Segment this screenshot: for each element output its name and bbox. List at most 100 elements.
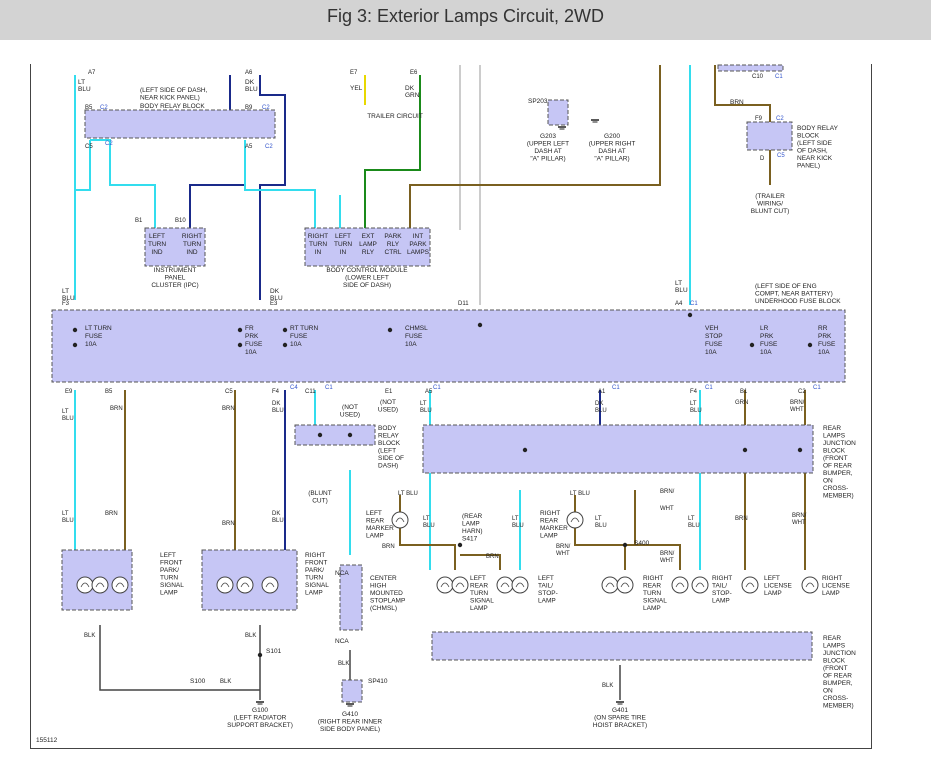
body-relay-block-right [746, 121, 793, 151]
fuse-label: 10A [85, 341, 97, 348]
lamp-rf-bulb [240, 582, 250, 588]
lamp-rear-bulb [741, 576, 759, 594]
lamp-rear-bulb [436, 576, 454, 594]
body-relay-mid-label: BLOCK [378, 440, 401, 447]
lamp-rear-bulb [801, 576, 819, 594]
lamp-r-tail-label: TAIL/ [712, 583, 727, 590]
conn-c1: C1 [775, 74, 783, 80]
body-relay-right-label: OF DASH, [797, 148, 828, 155]
wire-label: GRN [405, 92, 420, 99]
bcm-cell: PARK [409, 241, 427, 248]
conn-c5: C5 [777, 153, 785, 159]
lamp-rear-bulb [805, 582, 815, 588]
wire-color-label: BLU [420, 408, 432, 414]
lamp-marker-bulb [566, 511, 584, 529]
wire-color-label: WHT [556, 551, 570, 557]
g410-label: G410 [342, 711, 358, 718]
ipc-cell: LEFT [149, 233, 165, 240]
wire-label: YEL [350, 85, 363, 92]
lamp-r-tail-label: STOP- [712, 590, 732, 597]
fuse-label: FUSE [405, 333, 423, 340]
lamp-rf-front-label: LAMP [305, 590, 323, 597]
splice-dot [477, 322, 483, 328]
splice-dot [742, 447, 748, 453]
body-relay-block-top [84, 109, 276, 139]
g200-label: DASH AT [598, 148, 625, 155]
splice-dot [317, 432, 323, 438]
wire-color-label: BLU [595, 408, 607, 414]
body-relay-mid-label: BODY [378, 425, 397, 432]
wire-color-label: BRN/ [790, 400, 805, 406]
fuse-label: LR [760, 325, 769, 332]
wire-lt-blu-c5 [90, 139, 156, 230]
fuse-pin: F4 [272, 389, 280, 395]
g410-label: SIDE BODY PANEL) [320, 726, 380, 733]
wire-color-label: WHT [790, 407, 804, 413]
fuse-label: LT TURN [85, 325, 112, 332]
fuse-label: CHMSL [405, 325, 428, 332]
s101-label: S101 [266, 648, 282, 655]
figure-id: 155112 [36, 737, 58, 744]
trailer-wiring-label: (TRAILER [755, 193, 785, 200]
wire-color-label: WHT [792, 520, 806, 526]
lamp-rear-bulb [695, 582, 705, 588]
wire-label: LT [675, 280, 682, 287]
lamp-rear-bulb [616, 576, 634, 594]
bcm-name: SIDE OF DASH) [343, 282, 391, 289]
lamp-r-rear-turn-label: TURN [643, 590, 661, 597]
wire-color-label: LT [420, 401, 427, 407]
lamp-lf-bulb [95, 582, 105, 588]
wire-color-label: BLK [245, 633, 256, 639]
lamp-lf-bulb [111, 576, 129, 594]
rear-junction-top-label: LAMPS [823, 433, 846, 440]
lamp-l-tail-label: LAMP [538, 598, 556, 605]
splice-dot [72, 342, 78, 348]
lamp-rear-bulb [455, 582, 465, 588]
wire-color-label: BLK [338, 661, 349, 667]
g203-label: (UPPER LEFT [527, 141, 569, 148]
rear-junction-bot-label: LAMPS [823, 643, 846, 650]
wire-color-label: BRN [382, 544, 395, 550]
wire-brn-marker-r [574, 495, 626, 570]
wire-color-label: BRN [735, 516, 748, 522]
g401-label: (ON SPARE TIRE [594, 715, 646, 722]
rear-junction-bot-label: (FRONT [823, 665, 848, 672]
instrument-panel-cluster [144, 227, 206, 267]
body-relay-right-label: PANEL) [797, 163, 820, 170]
lamp-l-license-label: LAMP [764, 590, 782, 597]
ipc-cell: TURN [148, 241, 166, 248]
diagram-frame [30, 64, 872, 749]
fuse-pin: F4 [690, 389, 698, 395]
g100-label: SUPPORT BRACKET) [227, 722, 293, 729]
bcm-cell: RLY [387, 241, 400, 248]
splice-dot [237, 342, 243, 348]
underhood-label: UNDERHOOD FUSE BLOCK [755, 298, 841, 305]
lamp-r-marker-label: REAR [540, 518, 558, 525]
g203-label: G203 [540, 133, 556, 140]
fuse-pin: C2 [798, 389, 806, 395]
fuse-label: PRK [245, 333, 259, 340]
conn-c1: C1 [433, 385, 441, 391]
lamp-rear-bulb [675, 582, 685, 588]
lamp-lf-front-label: SIGNAL [160, 582, 184, 589]
bcm-cell: LAMPS [407, 249, 430, 256]
body-control-module [304, 227, 431, 267]
lamp-rf-front-label: TURN [305, 575, 323, 582]
lamp-r-license-label: RIGHT [822, 575, 842, 582]
fuse-label: STOP [705, 333, 723, 340]
lamp-r-rear-turn-label: LAMP [643, 605, 661, 612]
top-right-connector [717, 64, 784, 72]
conn-b1: B1 [135, 218, 143, 224]
bcm-name: BODY CONTROL MODULE [326, 267, 408, 274]
body-relay-mid-label: (LEFT [378, 448, 396, 455]
conn-e6: E6 [410, 70, 418, 76]
wire-color-label: LT [688, 516, 695, 522]
lamp-rear-bulb [511, 576, 529, 594]
wire-color-label: LT [62, 511, 69, 517]
wire-color-label: BLU [62, 416, 74, 422]
conn-e7: E7 [350, 70, 358, 76]
rear-junction-top-label: ON [823, 478, 833, 485]
fuse-label: 10A [290, 341, 302, 348]
wire-label: LT [62, 288, 69, 295]
